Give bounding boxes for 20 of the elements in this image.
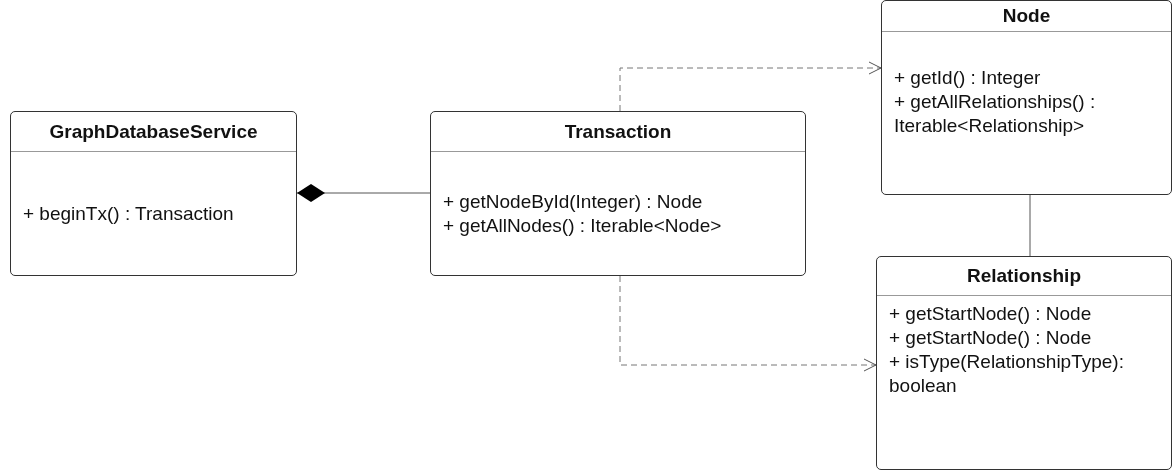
association-line (1029, 194, 1031, 257)
method-text: + getNodeById(Integer) : Node (443, 189, 704, 214)
class-name: Node (1002, 5, 1051, 27)
method-text: + beginTx() : Transaction (23, 201, 235, 226)
method-text: + getAllNodes() : Iterable<Node> (443, 213, 723, 238)
composition-connector (296, 184, 431, 202)
class-box (10, 111, 297, 276)
class-name: Relationship (967, 265, 1081, 287)
method-text: + getId() : Integer (894, 66, 1042, 90)
class-box (876, 256, 1172, 470)
method-text: + isType(RelationshipType): boolean (889, 350, 1125, 398)
dependency-arrow (619, 275, 877, 372)
method-text: + getStartNode() : Node (889, 302, 1093, 326)
method-text: + getStartNode() : Node (889, 326, 1093, 350)
dependency-arrow (619, 61, 882, 112)
class-name: Transaction (564, 120, 672, 143)
method-text: + getAllRelationships() : Iterable<Relationship> (894, 90, 1097, 138)
class-box (430, 111, 806, 276)
class-name: GraphDatabaseService (49, 120, 258, 143)
class-box (881, 0, 1172, 195)
